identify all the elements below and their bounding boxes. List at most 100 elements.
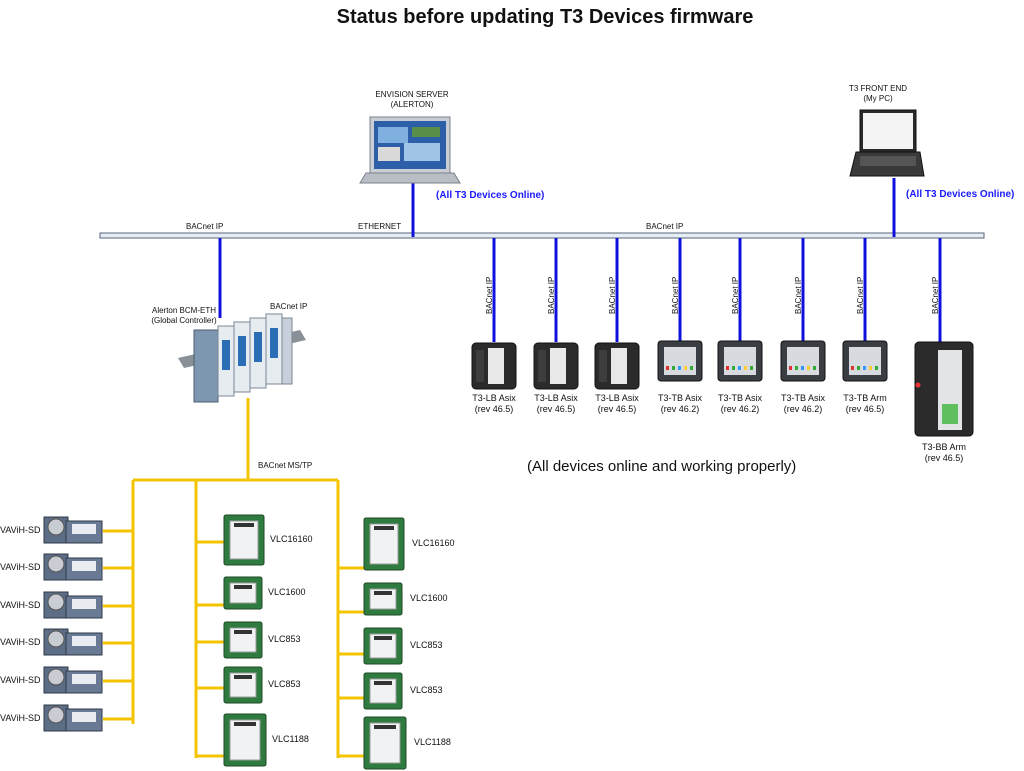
vlc-device-icon [363,672,403,710]
vav-label: VAViH-SD [0,713,41,723]
vlc-device-icon [223,514,265,566]
t3-device-rev: (rev 46.5) [924,453,964,463]
frontend-label-line1: T3 FRONT END [848,84,908,93]
global-controller-icon [178,313,306,403]
t3-link-label: BACnet IP [485,276,494,314]
backbone-left-label: BACnet IP [186,222,224,231]
t3-link-label: BACnet IP [856,276,865,314]
controller-label-line1: Alerton BCM-ETH [151,306,216,315]
t3-device-label: T3-LB Asix(rev 46.5) [582,393,652,415]
vlc-device-icon [363,716,407,770]
t3-device-icon [471,342,517,390]
t3-device-name: T3-LB Asix [595,393,639,403]
t3-device-label: T3-TB Asix(rev 46.2) [768,393,838,415]
vav-label: VAViH-SD [0,600,41,610]
t3-device-label: T3-TB Asix(rev 46.2) [645,393,715,415]
t3-device-name: T3-TB Asix [780,393,825,403]
vav-device-icon [43,704,103,732]
vlc-label: VLC853 [268,634,301,644]
ethernet-links [218,178,942,342]
t3-link-label: BACnet IP [671,276,680,314]
frontend-label-line2: (My PC) [863,94,893,103]
vlc-label: VLC853 [410,640,443,650]
t3-link-label: BACnet IP [731,276,740,314]
vlc-label: VLC16160 [412,538,455,548]
t3-device-group [471,340,974,437]
controller-label-line2: (Global Controller) [151,316,217,325]
server-label: ENVISION SERVER (ALERTON) [362,90,462,110]
t3-device-label: T3-BB Arm(rev 46.5) [909,442,979,464]
t3-link-label: BACnet IP [547,276,556,314]
server-label-line2: (ALERTON) [390,100,434,109]
status-note: (All devices online and working properly… [527,458,797,475]
vlc-device-icon [363,517,405,571]
vav-device-icon [43,666,103,694]
t3-device-icon [914,341,974,437]
t3-device-rev: (rev 46.5) [597,404,637,414]
t3-device-label: T3-TB Arm(rev 46.5) [830,393,900,415]
t3-device-name: T3-BB Arm [921,442,966,452]
t3-device-rev: (rev 46.2) [783,404,823,414]
vav-label: VAViH-SD [0,562,41,572]
vlc-label: VLC1188 [414,737,451,747]
t3-device-name: T3-LB Asix [534,393,578,403]
vlc-device-icon [223,713,267,767]
t3-device-rev: (rev 46.2) [660,404,700,414]
backbone-mid-label: ETHERNET [358,222,402,231]
vav-device-icon [43,516,103,544]
vlc-device-icon [223,621,263,659]
t3-device-icon [717,340,763,382]
vav-device-icon [43,628,103,656]
t3-front-end-laptop-icon [849,109,925,177]
vlc-device-icon [223,666,263,704]
vlc-label: VLC16160 [270,534,313,544]
page-title: Status before updating T3 Devices firmwa… [336,6,754,28]
t3-device-icon [780,340,826,382]
vlc-device-group [223,514,407,770]
vlc-label: VLC853 [268,679,301,689]
t3-device-label: T3-LB Asix(rev 46.5) [521,393,591,415]
t3-link-label: BACnet IP [608,276,617,314]
vav-device-icon [43,591,103,619]
t3-device-rev: (rev 46.5) [536,404,576,414]
mstp-label: BACnet MS/TP [258,461,313,470]
t3-link-label: BACnet IP [794,276,803,314]
t3-device-name: T3-TB Arm [843,393,887,403]
t3-device-label: T3-TB Asix(rev 46.2) [705,393,775,415]
backbone-right-label: BACnet IP [646,222,684,231]
vav-device-icon [43,553,103,581]
mstp-bus [103,398,364,758]
vlc-device-icon [363,627,403,665]
frontend-status: (All T3 Devices Online) [906,189,1015,200]
server-status: (All T3 Devices Online) [436,190,545,201]
t3-device-name: T3-TB Asix [657,393,702,403]
server-label-line1: ENVISION SERVER [375,90,449,99]
t3-device-rev: (rev 46.2) [720,404,760,414]
controller-net-label: BACnet IP [270,302,308,311]
t3-device-rev: (rev 46.5) [474,404,514,414]
vav-device-group [43,516,103,732]
envision-server-laptop-icon [359,116,461,184]
t3-device-rev: (rev 46.5) [845,404,885,414]
vlc-device-icon [363,582,403,616]
vlc-label: VLC1600 [410,593,448,603]
vlc-label: VLC853 [410,685,443,695]
vlc-label: VLC1600 [268,587,306,597]
t3-device-name: T3-TB Asix [717,393,762,403]
frontend-label: T3 FRONT END (My PC) [836,84,920,104]
t3-device-icon [842,340,888,382]
vav-label: VAViH-SD [0,637,41,647]
controller-label: Alerton BCM-ETH (Global Controller) [140,306,228,326]
t3-device-label: T3-LB Asix(rev 46.5) [459,393,529,415]
vav-label: VAViH-SD [0,675,41,685]
t3-link-label: BACnet IP [931,276,940,314]
t3-device-name: T3-LB Asix [472,393,516,403]
t3-device-icon [594,342,640,390]
vlc-device-icon [223,576,263,610]
ethernet-backbone [99,232,985,239]
t3-device-icon [657,340,703,382]
t3-device-icon [533,342,579,390]
vlc-label: VLC1188 [272,734,309,744]
